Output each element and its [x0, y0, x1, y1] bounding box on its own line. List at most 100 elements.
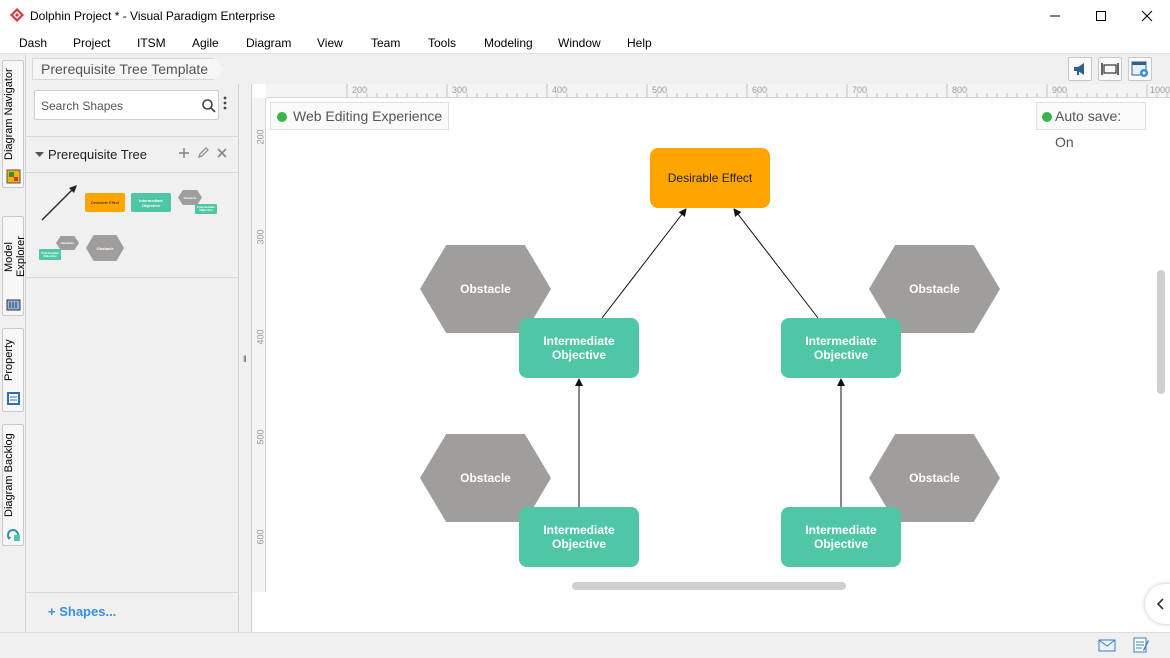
diagram-settings-icon — [1131, 61, 1148, 77]
tab-property[interactable]: Property — [2, 328, 24, 412]
search-box — [34, 90, 219, 120]
connectors — [575, 208, 845, 507]
menu-help[interactable]: Help — [627, 36, 652, 50]
close-icon — [1141, 10, 1153, 22]
diagram-navigator-icon — [6, 169, 21, 184]
ruler-label: 400 — [552, 85, 568, 95]
ruler-label: 200 — [255, 129, 266, 145]
autosave-badge[interactable]: Auto save: On — [1036, 102, 1146, 150]
intermediate-objective-node[interactable]: Intermediate Objective — [519, 318, 639, 378]
status-bar — [0, 632, 1170, 658]
intermediate-objective-node[interactable]: Intermediate Objective — [781, 507, 901, 567]
status-dot-icon — [1042, 112, 1052, 122]
menu-view[interactable]: View — [317, 36, 343, 50]
desirable-effect-node[interactable]: Desirable Effect — [650, 148, 770, 208]
ruler-label: 300 — [452, 85, 468, 95]
intermediate-objective-node[interactable]: Intermediate Objective — [781, 318, 901, 378]
chevron-down-icon[interactable] — [35, 151, 44, 158]
diagram-area[interactable]: Desirable Effect Obstacle Obstacle Obsta… — [266, 98, 1146, 578]
horizontal-ruler: 200 300 400 500 600 700 800 900 1000 — [266, 84, 1170, 98]
tab-model-explorer[interactable]: Model Explorer — [2, 216, 27, 316]
shapes-link[interactable]: + Shapes... — [48, 604, 116, 619]
megaphone-icon — [1074, 63, 1084, 75]
ruler-label: 500 — [255, 429, 266, 445]
shape-category-header[interactable]: Prerequisite Tree — [26, 137, 239, 173]
plus-icon: + — [48, 604, 56, 619]
connector-tr-effect[interactable] — [733, 208, 819, 319]
connector-tl-effect[interactable] — [601, 208, 687, 319]
menu-agile[interactable]: Agile — [192, 36, 219, 50]
panel-splitter[interactable]: ‖ — [240, 84, 250, 632]
notes-icon[interactable] — [1132, 636, 1150, 654]
shape-palette: Desirable Effect Intermediate Objective … — [26, 174, 239, 278]
title-bar: Dolphin Project * - Visual Paradigm Ente… — [0, 0, 1170, 32]
ruler-label: 600 — [752, 85, 768, 95]
divider — [26, 136, 239, 137]
web-editing-label: Web Editing Experience — [293, 108, 443, 124]
minimize-button[interactable] — [1032, 0, 1078, 32]
obstacle-objective-shape-alt-part: Intermediate Objective — [39, 249, 61, 260]
ruler-label: 400 — [255, 329, 266, 345]
menu-modeling[interactable]: Modeling — [484, 36, 533, 50]
intermediate-objective-node[interactable]: Intermediate Objective — [519, 507, 639, 567]
vertical-ruler: 200 300 400 500 600 — [252, 98, 266, 592]
menu-window[interactable]: Window — [558, 36, 601, 50]
close-button[interactable] — [1124, 0, 1170, 32]
tab-diagram-navigator[interactable]: Diagram Navigator — [2, 60, 24, 188]
shape-category-title: Prerequisite Tree — [48, 147, 147, 162]
menu-diagram[interactable]: Diagram — [246, 36, 292, 50]
add-icon[interactable] — [178, 147, 190, 159]
obstacle-objective-shape[interactable]: Obstacle — [178, 190, 202, 205]
mail-icon[interactable] — [1098, 639, 1116, 652]
model-explorer-icon — [6, 299, 21, 311]
menu-tools[interactable]: Tools — [428, 36, 457, 50]
diagram-canvas[interactable]: 200 300 400 500 600 700 800 900 1000 200… — [251, 84, 1170, 632]
remove-icon[interactable] — [216, 147, 228, 159]
shapes-panel: Prerequisite Tree Desirable Effect Inter… — [26, 84, 239, 632]
ruler-label: 700 — [852, 85, 868, 95]
obstacle-objective-shape-part: Intermediate Objective — [195, 204, 217, 214]
breadcrumb[interactable]: Prerequisite Tree Template — [32, 58, 224, 80]
ruler-ticks — [346, 84, 1168, 97]
tab-label: Diagram Navigator — [3, 68, 15, 160]
web-editing-badge[interactable]: Web Editing Experience — [270, 102, 450, 130]
menu-team[interactable]: Team — [371, 36, 401, 50]
ruler-label: 300 — [255, 229, 266, 245]
ruler-label: 200 — [352, 85, 368, 95]
tab-label: Diagram Backlog — [3, 433, 15, 517]
diagram-backlog-icon — [7, 529, 20, 541]
horizontal-scrollbar[interactable] — [572, 582, 846, 590]
connector-arrow-shape[interactable] — [40, 182, 80, 222]
announcement-button[interactable] — [1068, 57, 1092, 81]
menu-project[interactable]: Project — [73, 36, 111, 50]
minimize-icon — [1050, 15, 1060, 17]
more-options-icon[interactable] — [223, 96, 227, 110]
vertical-scrollbar[interactable] — [1157, 270, 1165, 394]
desirable-effect-shape[interactable]: Desirable Effect — [85, 193, 125, 212]
search-shapes-input[interactable] — [41, 97, 191, 115]
intermediate-objective-shape[interactable]: Intermediate Objective — [131, 193, 171, 212]
diagram-settings-button[interactable] — [1128, 57, 1152, 81]
maximize-button[interactable] — [1078, 0, 1124, 32]
search-icon[interactable] — [201, 98, 217, 114]
side-tab-strip: Diagram Navigator Model Explorer Propert… — [0, 54, 27, 632]
menu-dash[interactable]: Dash — [19, 36, 48, 50]
ruler-label: 800 — [952, 85, 968, 95]
menu-bar: Dash Project ITSM Agile Diagram View Tea… — [0, 32, 1170, 54]
collapse-panel-button[interactable] — [1145, 584, 1170, 624]
menu-itsm[interactable]: ITSM — [137, 36, 166, 50]
ruler-label: 600 — [255, 529, 266, 545]
edit-pencil-icon[interactable] — [197, 147, 209, 159]
property-icon — [7, 392, 20, 405]
fit-width-button[interactable] — [1098, 57, 1122, 81]
splitter-grip-icon: ‖ — [243, 354, 247, 364]
obstacle-objective-shape-alt[interactable]: Obstacle — [56, 236, 79, 250]
tab-diagram-backlog[interactable]: Diagram Backlog — [2, 424, 24, 546]
tab-label: Property — [3, 339, 15, 381]
obstacle-shape[interactable]: Obstacle — [86, 235, 124, 261]
divider — [26, 592, 239, 593]
shapes-link-label: Shapes... — [59, 604, 117, 619]
divider — [26, 277, 239, 278]
ruler-label: 900 — [1052, 85, 1068, 95]
chevron-left-icon — [1156, 598, 1164, 610]
